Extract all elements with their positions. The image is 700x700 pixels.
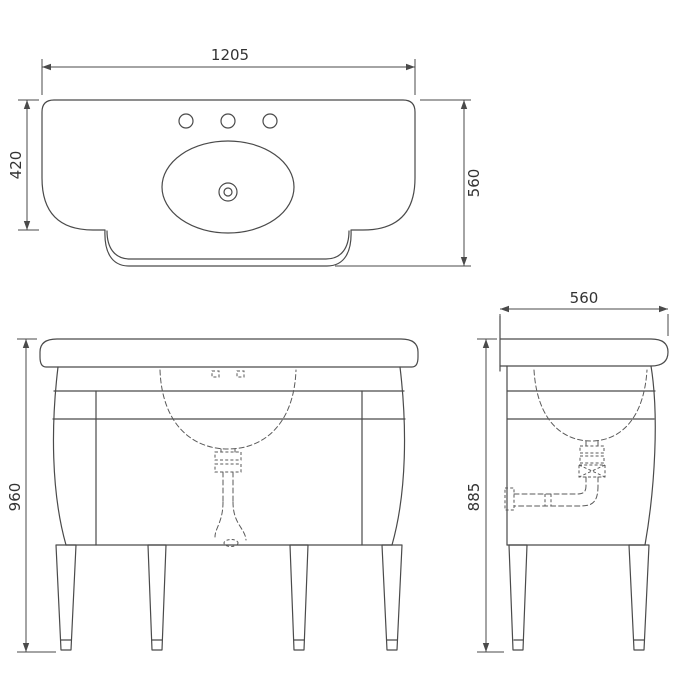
- waste-pipe-side: [585, 476, 599, 487]
- drain-inner: [223, 187, 233, 197]
- dimension-label-420: 420: [7, 151, 25, 180]
- drain-outer: [218, 182, 238, 202]
- top-view: 1205 420 560: [7, 46, 483, 267]
- dimension-basin-depth: 420: [7, 99, 39, 231]
- dimension-label-1205: 1205: [211, 46, 249, 64]
- p-trap-bend: [513, 485, 599, 507]
- cabinet-right-side: [391, 366, 406, 546]
- extension-lines: [499, 314, 669, 336]
- front-view: 960: [6, 338, 419, 653]
- side-band-lines: [506, 390, 656, 420]
- overflow-hole-left: [211, 370, 220, 378]
- basin-hidden-outline-side: [533, 369, 648, 442]
- legs-front: [55, 544, 403, 651]
- trap-outlet: [223, 539, 239, 547]
- waste-pipe: [220, 448, 236, 503]
- basin-hidden-outline: [159, 369, 297, 450]
- dimension-label-560-side: 560: [570, 289, 599, 307]
- extension-lines: [41, 59, 416, 95]
- cabinet-left-side: [52, 366, 67, 546]
- drawer-band-lines: [52, 390, 406, 420]
- drain-nut-upper-side: [579, 445, 605, 454]
- hidden-basin-front: [159, 369, 297, 450]
- countertop-front: [39, 338, 419, 368]
- dimension-front-height: 960: [6, 338, 56, 653]
- trap-bend: [214, 501, 247, 541]
- apron-inner-line: [106, 230, 350, 260]
- overflow-hole-right: [236, 370, 245, 378]
- dimension-total-depth: 560: [335, 99, 483, 267]
- extension-lines: [335, 99, 471, 267]
- legs-side: [508, 544, 650, 651]
- waste-valve-body: [578, 464, 606, 478]
- hidden-trap-front: [214, 448, 247, 547]
- waste-valve-cross: [578, 464, 606, 478]
- pipe-union-ticks: [544, 494, 552, 506]
- hidden-trap-side: [504, 440, 606, 511]
- drain-nut-lower: [214, 463, 242, 473]
- dimension-label-885: 885: [465, 483, 483, 512]
- side-view: 560 885: [465, 289, 669, 653]
- cabinet-front-curve: [644, 365, 656, 546]
- dimension-side-depth: 560: [499, 289, 669, 336]
- tap-hole-center: [220, 113, 236, 129]
- wall-flange: [504, 487, 515, 511]
- tap-hole-left: [178, 113, 194, 129]
- drain-stubs: [585, 440, 599, 447]
- tap-holes: [178, 113, 278, 129]
- dimension-side-height: 885: [465, 338, 504, 653]
- countertop-outline: [41, 99, 416, 267]
- hidden-basin-side: [533, 369, 648, 442]
- tap-hole-right: [262, 113, 278, 129]
- dimension-label-560-plan: 560: [465, 169, 483, 198]
- drain-nut-upper: [214, 451, 242, 461]
- panel-division-lines: [95, 390, 363, 546]
- dimension-top-width: 1205: [41, 46, 416, 95]
- basin-bowl: [161, 140, 295, 234]
- countertop-side: [499, 338, 669, 367]
- dimension-label-960: 960: [6, 483, 24, 512]
- drain-nut-lower-side: [579, 455, 605, 464]
